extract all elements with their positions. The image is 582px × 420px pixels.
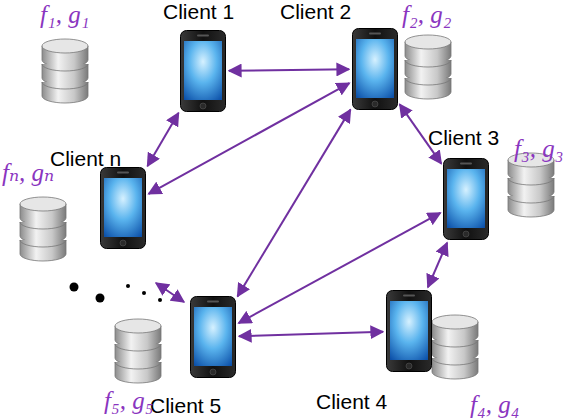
- phone-icon: [180, 30, 226, 112]
- client-phone: Client 3: [443, 158, 489, 240]
- ellipsis-dots: [70, 283, 163, 303]
- phone-icon: [386, 290, 432, 372]
- function-label: fₙ, gₙ: [2, 160, 54, 186]
- function-label: f₂, g₂: [402, 2, 451, 28]
- database-icon: [20, 197, 66, 261]
- database-icon: [432, 315, 478, 379]
- phone-icon: [100, 167, 146, 249]
- link-arrow: [428, 243, 447, 287]
- link-arrow: [149, 83, 350, 194]
- client-phone: Client 2: [352, 28, 398, 110]
- link-arrow: [229, 69, 349, 70]
- client-phone: Client n: [100, 167, 146, 249]
- database-icon: [115, 319, 161, 383]
- phone-icon: [190, 296, 236, 378]
- function-label: f₅, g₅: [104, 388, 153, 414]
- function-label: f₃, g₃: [514, 136, 563, 162]
- client-label: Client 2: [280, 0, 351, 24]
- client-label: Client 3: [428, 126, 499, 150]
- database-icon: [42, 39, 88, 103]
- link-arrow: [239, 332, 383, 336]
- link-arrow: [148, 113, 179, 166]
- client-phone: Client 1: [180, 30, 226, 112]
- client-label: Client 4: [316, 390, 387, 414]
- client-label: Client 1: [163, 0, 234, 24]
- client-label: Client 5: [150, 394, 221, 418]
- function-label: f₄, g₄: [470, 392, 519, 418]
- client-label: Client n: [50, 147, 121, 171]
- link-arrow: [238, 110, 351, 297]
- client-phone: Client 4: [386, 290, 432, 372]
- phone-icon: [443, 158, 489, 240]
- partial-link-arrow: [156, 283, 184, 302]
- phone-icon: [352, 28, 398, 110]
- function-label: f₁, g₁: [40, 2, 89, 28]
- database-icon: [405, 35, 451, 99]
- client-phone: Client 5: [190, 296, 236, 378]
- database-icon: [508, 153, 554, 217]
